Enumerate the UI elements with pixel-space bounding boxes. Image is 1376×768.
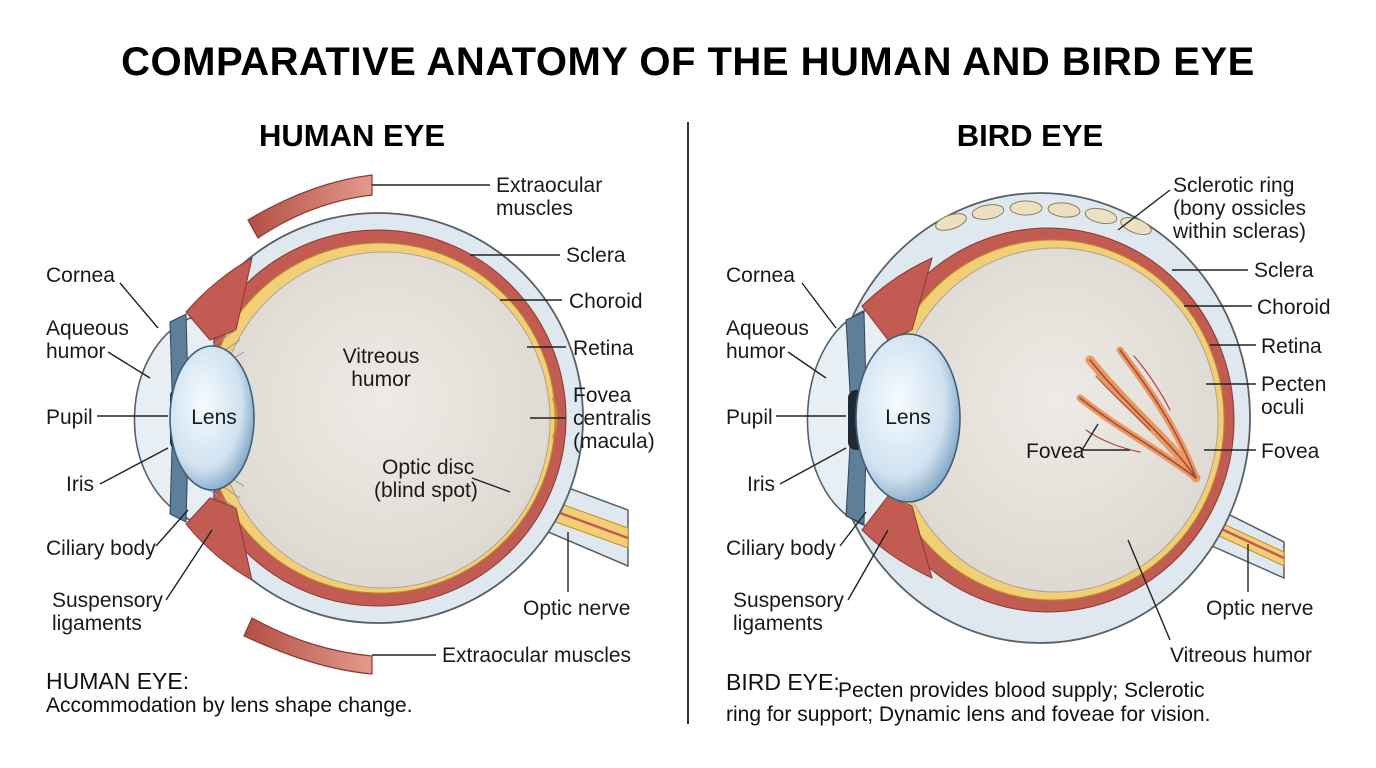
human-heading: HUMAN EYE [259,118,445,153]
human-extraocular-muscle-bottom [243,617,373,675]
human-label-extraocular-bottom: Extraocular muscles [442,644,631,667]
bird-lens [855,333,961,503]
bird-note-line-2: ring for support; Dynamic lens and fovea… [726,703,1210,726]
bird-leader-lines [776,189,1256,641]
bird-label-choroid: Choroid [1257,296,1331,319]
bird-label-iris: Iris [747,473,775,496]
human-vitreous [217,251,551,589]
human-label-choroid: Choroid [569,290,643,313]
human-lens [169,345,255,491]
bird-ciliary-body-top [861,257,933,341]
human-label-pupil: Pupil [46,406,93,429]
bird-label-ciliary: Ciliary body [726,537,836,560]
bird-label-retina: Retina [1261,335,1322,358]
bird-note-heading: BIRD EYE: [726,669,840,695]
bird-heading: BIRD EYE [957,118,1103,153]
human-label-ciliary: Ciliary body [46,537,156,560]
human-label-optic-nerve: Optic nerve [523,597,630,620]
bird-note-line-1: Pecten provides blood supply; Sclerotic [838,679,1205,702]
human-ciliary-body-top [185,257,253,341]
bird-eye-illustration [806,192,1285,644]
human-note-heading: HUMAN EYE: [46,668,189,694]
bird-label-lens: Lens [885,406,931,429]
bird-pecten-oculi [1076,346,1201,483]
bird-label-optic-nerve: Optic nerve [1206,597,1313,620]
bird-label-pupil: Pupil [726,406,773,429]
human-label-retina: Retina [573,337,634,360]
bird-label-fovea-right: Fovea [1261,440,1320,463]
main-title: COMPARATIVE ANATOMY OF THE HUMAN AND BIR… [121,40,1255,84]
human-label-sclera: Sclera [566,244,626,267]
human-eye-illustration [133,174,629,675]
human-label-optic-disc: Optic disc(blind spot) [374,456,478,502]
human-label-lens: Lens [191,406,237,429]
human-leader-lines [97,184,569,656]
bird-label-fovea-left: Fovea [1026,440,1085,463]
bird-ciliary-body-bottom [861,495,933,579]
bird-label-sclera: Sclera [1254,259,1314,282]
human-note-text: Accommodation by lens shape change. [46,694,413,717]
bird-label-cornea: Cornea [726,264,795,287]
human-label-iris: Iris [66,473,94,496]
human-label-cornea: Cornea [46,264,115,287]
bird-label-vitreous: Vitreous humor [1170,644,1312,667]
human-extraocular-muscle-top [247,174,373,239]
human-ciliary-body-bottom [185,497,253,581]
